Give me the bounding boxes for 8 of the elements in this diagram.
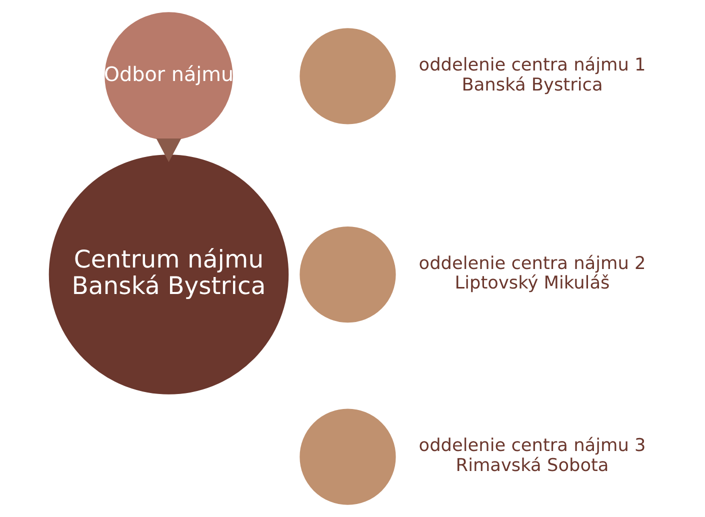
node-circle (299, 226, 396, 323)
node-circle: Centrum nájmu Banská Bystrica (48, 154, 288, 394)
node-circle (299, 28, 396, 124)
node-label: oddelenie centra nájmu 2 Liptovský Mikuláš (418, 254, 646, 294)
node-circle (299, 408, 396, 505)
node-label: oddelenie centra nájmu 3 Rimavská Sobota (418, 436, 646, 476)
node-label: oddelenie centra nájmu 1 Banská Bystrica (418, 55, 646, 96)
node-circle: Odbor nájmu (104, 12, 232, 140)
